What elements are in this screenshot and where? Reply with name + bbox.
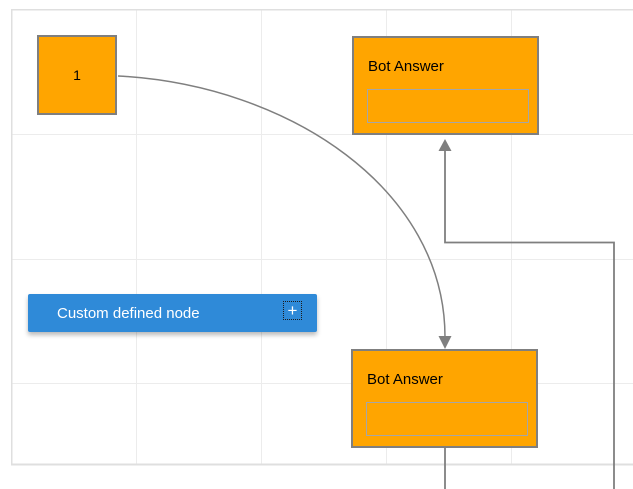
- add-icon: +: [287, 300, 298, 320]
- arrowhead-up-icon: [438, 139, 452, 151]
- arrowhead-down-icon: [438, 336, 452, 349]
- connector-orthogonal-to-bot-top[interactable]: [444, 150, 615, 489]
- connector-curve-node1-to-bot-bottom[interactable]: [117, 75, 446, 338]
- palette-item-label: Custom defined node: [57, 304, 200, 322]
- node-bot-answer-bottom[interactable]: Bot Answer: [351, 349, 538, 448]
- node-title: Bot Answer: [367, 371, 443, 388]
- node-title: Bot Answer: [368, 58, 444, 75]
- node-input-box[interactable]: [367, 89, 529, 123]
- node-bot-answer-top[interactable]: Bot Answer: [352, 36, 539, 135]
- node-input-box[interactable]: [366, 402, 528, 436]
- add-button[interactable]: +: [283, 301, 302, 320]
- palette-item-custom-node[interactable]: Custom defined node +: [28, 294, 317, 332]
- node-start[interactable]: 1: [37, 35, 117, 115]
- node-start-label: 1: [73, 67, 81, 83]
